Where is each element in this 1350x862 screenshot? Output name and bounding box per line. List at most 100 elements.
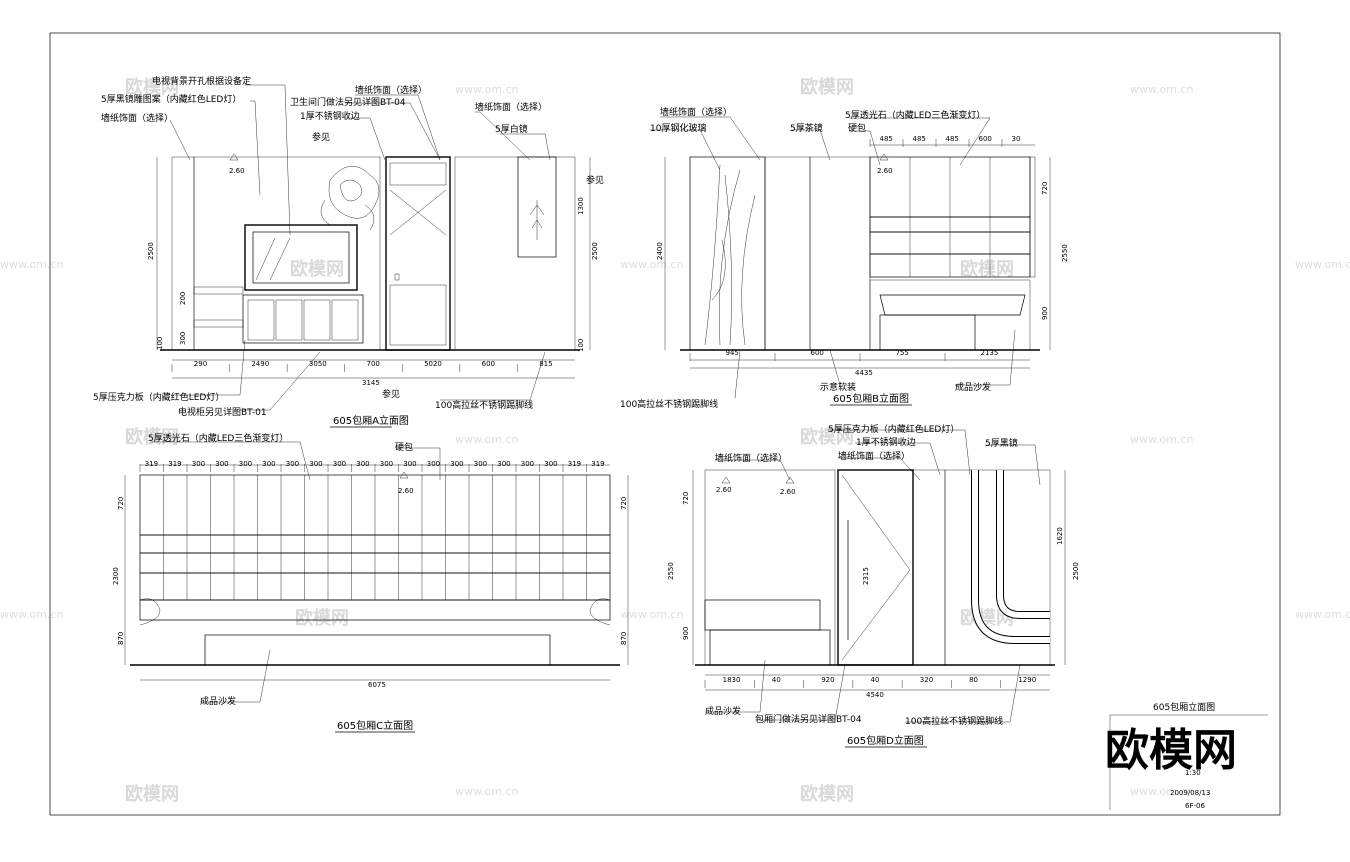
label-soft-bag: 硬包 (848, 122, 866, 134)
label-steel-edge: 1厚不锈钢收边 (300, 110, 360, 122)
dim-left: 870 (117, 632, 125, 645)
dim-value: 319 (591, 460, 604, 468)
dim-left: 100 (156, 337, 164, 350)
label-glass: 10厚钢化玻璃 (650, 122, 706, 134)
watermark-brand: 欧模网 (800, 426, 854, 448)
scale: 1:30 (1185, 769, 1201, 777)
watermark-brand: 欧模网 (125, 426, 179, 448)
watermark-url: www.om.cn (1295, 608, 1350, 621)
label-skirting: 100高拉丝不锈钢踢脚线 (435, 399, 533, 411)
dim-left: 720 (682, 492, 690, 505)
dim-value: 2135 (981, 349, 999, 357)
dim-value: 300 (521, 460, 534, 468)
dim-value: 300 (356, 460, 369, 468)
sofa (879, 294, 1026, 316)
dim-value: 1830 (723, 676, 741, 684)
dim-right: 870 (620, 632, 628, 645)
label-ref: 参见 (312, 131, 330, 143)
dim-value: 30 (1012, 135, 1021, 143)
dim-value: 3050 (309, 360, 327, 368)
watermark-brand: 欧模网 (295, 607, 349, 629)
white-mirror (517, 156, 557, 258)
watermark-brand: 欧模网 (125, 783, 179, 805)
label-bath-door: 卫生间门做法另见详图BT-04 (290, 96, 406, 108)
room-door (837, 469, 914, 666)
watermark-url: www.om.cn (0, 258, 63, 271)
dim-value: 1290 (1018, 676, 1036, 684)
flower-motif (320, 166, 380, 231)
watermark-url: www.om.cn (455, 83, 518, 96)
tea-mirror (809, 156, 871, 351)
dim-value: 485 (946, 135, 959, 143)
dim-value: 485 (913, 135, 926, 143)
dim-total: 3145 (362, 379, 380, 387)
dim-left: 720 (117, 497, 125, 510)
label-ref: 参见 (382, 388, 400, 400)
bathroom-door (385, 156, 451, 351)
level-mark: 2.60 (229, 167, 245, 175)
wallpaper-panel-right (454, 156, 576, 351)
dim-value: 300 (450, 460, 463, 468)
watermark-brand: 欧模网 (125, 76, 179, 98)
dim-left: 2400 (656, 242, 664, 260)
dim-value: 40 (772, 676, 781, 684)
dim-value: 815 (539, 360, 552, 368)
label-sofa: 成品沙发 (200, 695, 236, 707)
watermark-url: www.om.cn (1130, 83, 1193, 96)
dim-value: 5020 (424, 360, 442, 368)
dim-right: 100 (577, 339, 585, 352)
label-tv-wall: 电视背景开孔根据设备定 (152, 75, 251, 87)
label-acrylic: 5厚压克力板（内藏红色LED灯） (93, 391, 224, 403)
dim-left: 2300 (112, 567, 120, 585)
dim-value: 300 (239, 460, 252, 468)
dim-value: 319 (168, 460, 181, 468)
dim-left: 900 (682, 627, 690, 640)
watermark-brand: 欧模网 (800, 76, 854, 98)
dim-value: 290 (194, 360, 207, 368)
dim-left: 2500 (147, 242, 155, 260)
dim-right: 720 (620, 497, 628, 510)
sofa (704, 599, 821, 631)
title-block: 605包厢立面图 欧模网 1:30 2009/08/13 6F-06 (1105, 701, 1268, 810)
label-wallpaper: 墙纸饰面（选择） (715, 452, 787, 464)
sheet-border (49, 32, 1281, 816)
label-acrylic: 5厚压克力板（内藏红色LED灯） (828, 423, 959, 435)
dim-right: 720 (1041, 182, 1049, 195)
watermark-url: www.om.cn (0, 608, 63, 621)
label-stone: 5厚透光石（内藏LED三色渐变灯） (845, 109, 985, 121)
watermark-url: www.om.cn (455, 433, 518, 446)
title-elevation-c: 605包厢C立面图 (337, 719, 413, 732)
label-soft-bag: 硬包 (395, 441, 413, 453)
watermark-url: www.om.cn (1130, 433, 1193, 446)
dim-value: 300 (262, 460, 275, 468)
title-elevation-d: 605包厢D立面图 (847, 734, 924, 747)
drawing-title: 605包厢立面图 (1153, 701, 1215, 713)
dim-right: 2550 (1061, 244, 1069, 262)
wallpaper-panel (704, 469, 836, 666)
wallpaper-panel (764, 156, 811, 351)
dim-value: 320 (920, 676, 933, 684)
dim-total: 4540 (866, 691, 884, 699)
dim-value: 920 (821, 676, 834, 684)
label-ref: 参见 (586, 174, 604, 186)
dim-value: 300 (286, 460, 299, 468)
dim-value: 945 (726, 349, 739, 357)
watermark-brand: 欧模网 (960, 258, 1014, 280)
dim-total: 4435 (855, 369, 873, 377)
dim-right: 1620 (1056, 527, 1064, 545)
dim-value: 600 (979, 135, 992, 143)
dim-value: 755 (896, 349, 909, 357)
dim-right: 2500 (591, 242, 599, 260)
tv-frame (244, 224, 358, 291)
level-mark: 2.60 (780, 488, 796, 496)
label-sofa: 成品沙发 (705, 705, 741, 717)
title-elevation-a: 605包厢A立面图 (333, 414, 409, 427)
label-sofa: 成品沙发 (955, 381, 991, 393)
label-steel-edge: 1厚不锈钢收边 (856, 436, 916, 448)
